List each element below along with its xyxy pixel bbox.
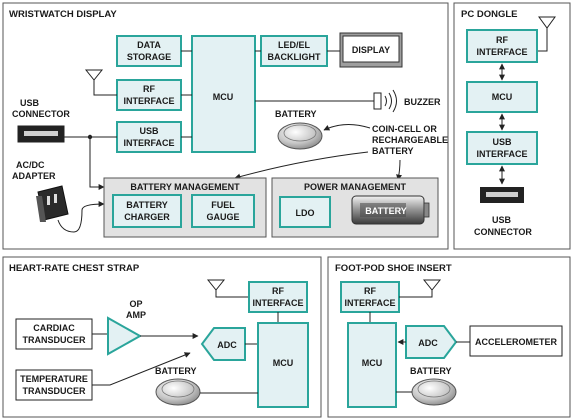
dongle-usb-label-1: USB — [492, 137, 512, 147]
dongle-usb-connector-icon — [480, 187, 524, 203]
wristwatch-title: WRISTWATCH DISPLAY — [9, 9, 117, 20]
chest-battery-label: BATTERY — [155, 366, 197, 376]
chest-mcu-block: MCU — [257, 322, 309, 408]
buzzer-label: BUZZER — [404, 97, 441, 107]
data-storage-label-2: STORAGE — [127, 52, 171, 62]
footpod-rf-label-1: RF — [364, 286, 376, 296]
temperature-label-2: TRANSDUCER — [23, 386, 87, 396]
data-storage-block: DATA STORAGE — [116, 35, 182, 67]
battery-management-group: BATTERY MANAGEMENT BATTERY CHARGER FUEL … — [103, 177, 267, 238]
dongle-panel: PC DONGLE RF INTERFACE MCU USB INTERFACE… — [453, 2, 571, 250]
wristwatch-battery-cell-icon — [351, 195, 430, 225]
dongle-mcu-label: MCU — [492, 92, 513, 102]
cardiac-label-1: CARDIAC — [33, 323, 75, 333]
temperature-label-1: TEMPERATURE — [20, 374, 88, 384]
display-label: DISPLAY — [352, 45, 390, 55]
op-amp-label-1: OP — [129, 299, 142, 309]
wristwatch-rf-label-1: RF — [143, 84, 155, 94]
wristwatch-coin-cell-icon — [277, 122, 323, 150]
footpod-antenna-icon — [399, 279, 442, 298]
temperature-adc-arrow — [92, 352, 191, 386]
battery-charger-label-2: CHARGER — [124, 212, 170, 222]
usb-connector-label-1: USB — [20, 98, 40, 108]
chest-rf-label-1: RF — [272, 286, 284, 296]
power-management-group: POWER MANAGEMENT LDO BATTERY — [271, 177, 439, 238]
dongle-antenna-icon — [537, 16, 556, 52]
accelerometer-block: ACCELEROMETER — [469, 325, 563, 357]
footpod-panel: FOOT-POD SHOE INSERT RF INTERFACE MCU AD… — [327, 256, 571, 418]
op-amp-triangle — [107, 316, 143, 356]
fuel-gauge-label-1: FUEL — [211, 200, 235, 210]
dongle-title: PC DONGLE — [461, 9, 517, 20]
wristwatch-battery-label: BATTERY — [275, 109, 317, 119]
chest-coin-cell-icon — [155, 378, 201, 406]
cardiac-label-2: TRANSDUCER — [23, 335, 87, 345]
display-block: DISPLAY — [339, 32, 403, 68]
footpod-adc-block: ADC — [405, 325, 458, 359]
acdc-adapter-icon — [36, 185, 75, 233]
wristwatch-usb-label-1: USB — [139, 126, 159, 136]
coin-cell-note-3: BATTERY — [372, 146, 414, 156]
wristwatch-usb-label-2: INTERFACE — [123, 138, 174, 148]
adapter-to-charger-arrow — [73, 201, 105, 233]
dongle-usb-connector-label-1: USB — [492, 215, 512, 225]
footpod-adc-label: ADC — [418, 338, 438, 348]
buzzer-icon — [373, 89, 397, 113]
acdc-label-2: ADAPTER — [12, 171, 56, 181]
wristwatch-mcu-block: MCU — [191, 35, 256, 153]
chest-rf-label-2: INTERFACE — [252, 298, 303, 308]
wristwatch-antenna-icon — [84, 69, 117, 96]
chest-panel: HEART-RATE CHEST STRAP RF INTERFACE OP A… — [2, 256, 322, 418]
acdc-label-1: AC/DC — [16, 160, 45, 170]
dongle-rf-block: RF INTERFACE — [466, 29, 538, 63]
footpod-mcu-block: MCU — [347, 322, 397, 408]
footpod-rf-block: RF INTERFACE — [340, 281, 400, 313]
led-backlight-label-1: LED/EL — [278, 40, 311, 50]
usb-connector-label-2: CONNECTOR — [12, 109, 70, 119]
chest-rf-block: RF INTERFACE — [248, 281, 308, 313]
footpod-rf-label-2: INTERFACE — [344, 298, 395, 308]
coin-cell-note-1: COIN-CELL OR — [372, 124, 437, 134]
chest-antenna-icon — [206, 279, 249, 298]
dongle-usb-label-2: INTERFACE — [476, 149, 527, 159]
chest-adc-label: ADC — [217, 340, 237, 350]
footpod-battery-label: BATTERY — [410, 366, 452, 376]
wristwatch-mcu-label: MCU — [213, 92, 234, 102]
dongle-rf-label-2: INTERFACE — [476, 47, 527, 57]
fuel-gauge-label-2: GAUGE — [206, 212, 239, 222]
battery-charger-label-1: BATTERY — [126, 200, 168, 210]
wristwatch-panel: WRISTWATCH DISPLAY DATA STORAGE MCU LED/… — [2, 2, 449, 250]
wristwatch-rf-block: RF INTERFACE — [116, 79, 182, 111]
footpod-mcu-label: MCU — [362, 358, 383, 368]
dongle-rf-label-1: RF — [496, 35, 508, 45]
usb-to-charger-arrow — [89, 137, 105, 190]
footpod-title: FOOT-POD SHOE INSERT — [335, 263, 452, 274]
note-to-coin-arrow — [323, 124, 371, 131]
data-storage-label-1: DATA — [137, 40, 161, 50]
ldo-label: LDO — [296, 208, 315, 218]
dongle-usb-block: USB INTERFACE — [466, 131, 538, 165]
note-to-battery-mgmt-arrow — [234, 151, 369, 180]
led-backlight-label-2: BACKLIGHT — [268, 52, 321, 62]
led-backlight-block: LED/EL BACKLIGHT — [260, 35, 328, 67]
accelerometer-label: ACCELEROMETER — [475, 337, 558, 347]
dongle-usb-connector-label-2: CONNECTOR — [474, 227, 532, 237]
wristwatch-rf-label-2: INTERFACE — [123, 96, 174, 106]
chest-adc-block: ADC — [200, 327, 246, 361]
op-amp-label-2: AMP — [126, 310, 146, 320]
power-management-title: POWER MANAGEMENT — [304, 182, 406, 192]
wristwatch-usb-connector-icon — [17, 125, 65, 143]
wristwatch-usb-block: USB INTERFACE — [116, 121, 182, 153]
dongle-mcu-block: MCU — [466, 81, 538, 113]
coin-cell-note-2: RECHARGEABLE — [372, 135, 448, 145]
chest-title: HEART-RATE CHEST STRAP — [9, 263, 140, 274]
battery-management-title: BATTERY MANAGEMENT — [130, 182, 240, 192]
chest-mcu-label: MCU — [273, 358, 294, 368]
temperature-transducer-block: TEMPERATURE TRANSDUCER — [15, 369, 93, 401]
footpod-coin-cell-icon — [411, 378, 457, 406]
cardiac-transducer-block: CARDIAC TRANSDUCER — [15, 318, 93, 350]
battery-cell-label: BATTERY — [365, 206, 407, 216]
